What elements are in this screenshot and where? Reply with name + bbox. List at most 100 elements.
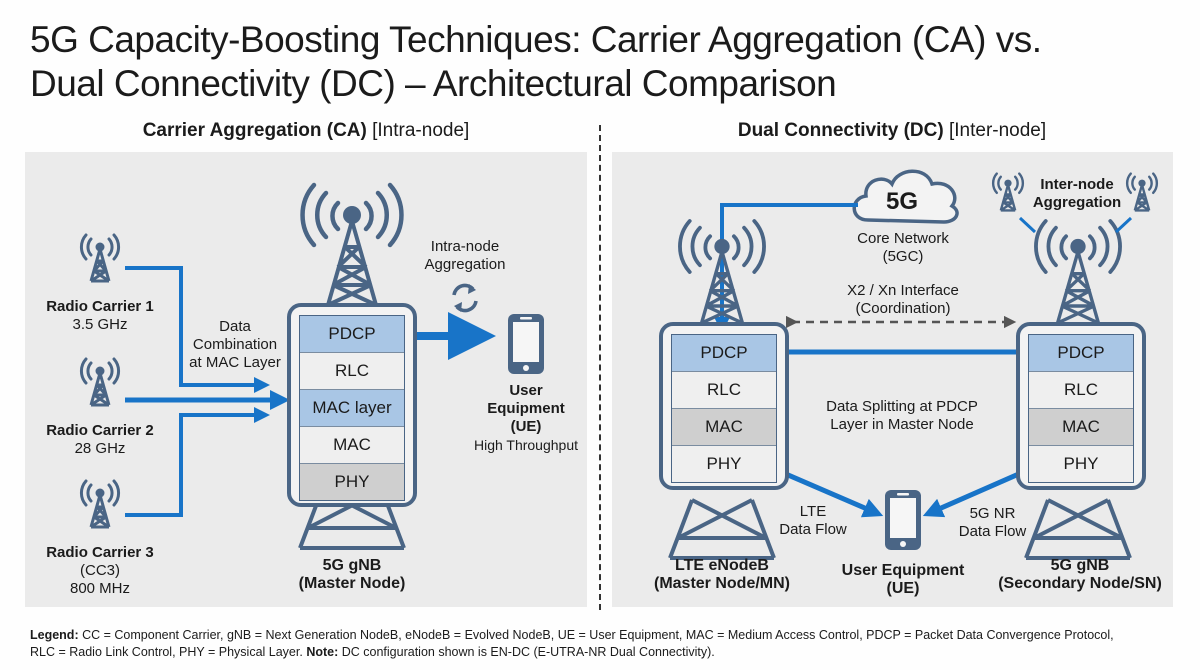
inter-node-link-right bbox=[1114, 216, 1133, 234]
master-line-1: LTE eNodeB bbox=[675, 557, 769, 574]
combination-line-1: Data bbox=[219, 318, 251, 335]
carrier-3-cc: (CC3) bbox=[80, 562, 120, 579]
legend-line-1: Legend: CC = Component Carrier, gNB = Ne… bbox=[30, 627, 1114, 644]
dc-secondary-layer-rlc: RLC bbox=[1029, 372, 1133, 409]
ca-ue-throughput: High Throughput bbox=[473, 437, 579, 453]
radio-carrier-2-icon bbox=[79, 357, 121, 407]
ca-layer-mac: MAC bbox=[300, 427, 404, 464]
legend-label: Legend: bbox=[30, 628, 79, 642]
split-line-1: Data Splitting at PDCP bbox=[826, 398, 978, 415]
core-network-cloud-icon bbox=[852, 169, 959, 224]
core-network-label: Core Network (5GC) bbox=[843, 230, 963, 266]
dc-heading: Dual Connectivity (DC) [Inter-node] bbox=[612, 120, 1172, 142]
radio-carrier-3-icon bbox=[79, 479, 121, 529]
nr-data-flow-label: 5G NR Data Flow bbox=[950, 505, 1035, 541]
dc-master-layer-mac: MAC bbox=[672, 409, 776, 446]
x2-xn-interface-label: X2 / Xn Interface (Coordination) bbox=[828, 282, 978, 318]
ca-layer-pdcp: PDCP bbox=[300, 316, 404, 353]
legend: Legend: CC = Component Carrier, gNB = Ne… bbox=[30, 627, 1114, 661]
dc-master-layer-rlc: RLC bbox=[672, 372, 776, 409]
ca-ue-line-1: User bbox=[509, 382, 543, 399]
master-line-2: (Master Node/MN) bbox=[653, 575, 790, 592]
ca-layer-phy: PHY bbox=[300, 464, 404, 500]
ca-heading-main: Carrier Aggregation (CA) bbox=[142, 120, 367, 141]
carrier-1-arrow bbox=[125, 266, 270, 393]
combination-line-3: at MAC Layer bbox=[189, 354, 281, 371]
section-divider bbox=[599, 125, 601, 610]
interface-line-2: (Coordination) bbox=[855, 300, 951, 317]
aggregation-line-2: Aggregation bbox=[424, 256, 506, 273]
carrier-3-name: Radio Carrier 3 bbox=[46, 544, 154, 561]
legend-note-label: Note: bbox=[306, 645, 339, 659]
data-combination-label: Data Combination at MAC Layer bbox=[175, 318, 295, 372]
cloud-5g-text: 5G bbox=[886, 188, 919, 215]
ca-ue-label: User Equipment (UE) High Throughput bbox=[466, 382, 586, 454]
radio-carrier-3-label: Radio Carrier 3 (CC3) 800 MHz bbox=[30, 544, 170, 598]
legend-text-2: RLC = Radio Link Control, PHY = Physical… bbox=[30, 645, 303, 659]
dc-heading-sub: [Inter-node] bbox=[948, 120, 1047, 141]
dc-ue-line-2: (UE) bbox=[886, 580, 920, 597]
ca-gnb-line-1: 5G gNB bbox=[322, 557, 382, 574]
legend-text-1: CC = Component Carrier, gNB = Next Gener… bbox=[82, 628, 1114, 642]
dc-secondary-protocol-stack: PDCP RLC MAC PHY bbox=[1016, 322, 1146, 490]
carrier-3-arrow bbox=[125, 407, 270, 517]
inter-node-tower-left-icon bbox=[991, 172, 1025, 212]
dc-user-equipment-icon bbox=[885, 490, 921, 550]
carrier-1-name: Radio Carrier 1 bbox=[46, 298, 154, 315]
lte-data-flow-label: LTE Data Flow bbox=[778, 503, 848, 539]
dc-heading-main: Dual Connectivity (DC) bbox=[737, 120, 944, 141]
lte-enodeb-label: LTE eNodeB (Master Node/MN) bbox=[642, 557, 802, 593]
sync-arrows-icon bbox=[452, 283, 478, 313]
dc-secondary-layer-pdcp: PDCP bbox=[1029, 335, 1133, 372]
secondary-gnb-label: 5G gNB (Secondary Node/SN) bbox=[990, 557, 1170, 593]
aggregation-line-1: Intra-node bbox=[430, 238, 500, 255]
carrier-2-name: Radio Carrier 2 bbox=[46, 422, 154, 439]
dc-ue-line-1: User Equipment bbox=[841, 562, 965, 579]
carrier-3-freq: 800 MHz bbox=[69, 580, 131, 597]
secondary-line-1: 5G gNB bbox=[1050, 557, 1110, 574]
ca-gnb-protocol-stack: PDCP RLC MAC layer MAC PHY bbox=[287, 303, 417, 507]
radio-carrier-1-label: Radio Carrier 1 3.5 GHz bbox=[30, 298, 170, 334]
dc-master-protocol-stack: PDCP RLC MAC PHY bbox=[659, 322, 789, 490]
dc-master-layer-pdcp: PDCP bbox=[672, 335, 776, 372]
core-line-2: (5GC) bbox=[882, 248, 924, 265]
ca-layer-mac-layer: MAC layer bbox=[300, 390, 404, 427]
carrier-2-freq: 28 GHz bbox=[74, 440, 126, 457]
secondary-line-2: (Secondary Node/SN) bbox=[998, 575, 1162, 592]
inter-node-aggregation-label: Inter-node Aggregation bbox=[1022, 176, 1132, 212]
ca-ue-line-3: (UE) bbox=[510, 418, 542, 435]
dc-secondary-layer-phy: PHY bbox=[1029, 446, 1133, 482]
nr-flow-line-1: 5G NR bbox=[969, 505, 1016, 522]
intra-node-aggregation-label: Intra-node Aggregation bbox=[405, 238, 525, 274]
legend-line-2: RLC = Radio Link Control, PHY = Physical… bbox=[30, 644, 1114, 661]
legend-note-text: DC configuration shown is EN-DC (E-UTRA-… bbox=[341, 645, 715, 659]
ca-gnb-label: 5G gNB (Master Node) bbox=[282, 557, 422, 593]
lte-flow-line-1: LTE bbox=[799, 503, 827, 520]
ca-user-equipment-icon bbox=[508, 314, 544, 374]
title-line-2: Dual Connectivity (DC) – Architectural C… bbox=[30, 63, 837, 104]
core-line-1: Core Network bbox=[857, 230, 949, 247]
ca-layer-rlc: RLC bbox=[300, 353, 404, 390]
combination-line-2: Combination bbox=[192, 336, 278, 353]
ca-heading: Carrier Aggregation (CA) [Intra-node] bbox=[25, 120, 587, 142]
inter-node-link-left bbox=[1018, 216, 1037, 234]
data-splitting-label: Data Splitting at PDCP Layer in Master N… bbox=[812, 398, 992, 434]
page-title: 5G Capacity-Boosting Techniques: Carrier… bbox=[30, 18, 1042, 106]
inter-node-line-1: Inter-node bbox=[1040, 176, 1114, 193]
title-line-1: 5G Capacity-Boosting Techniques: Carrier… bbox=[30, 19, 1042, 60]
inter-node-line-2: Aggregation bbox=[1032, 194, 1122, 211]
nr-flow-line-2: Data Flow bbox=[958, 523, 1027, 540]
carrier-1-freq: 3.5 GHz bbox=[72, 316, 128, 333]
lte-flow-line-2: Data Flow bbox=[779, 521, 847, 538]
split-line-2: Layer in Master Node bbox=[830, 416, 974, 433]
dc-ue-label: User Equipment (UE) bbox=[838, 562, 968, 598]
interface-line-1: X2 / Xn Interface bbox=[847, 282, 959, 299]
radio-carrier-2-label: Radio Carrier 2 28 GHz bbox=[30, 422, 170, 458]
dc-secondary-layer-mac: MAC bbox=[1029, 409, 1133, 446]
ca-heading-sub: [Intra-node] bbox=[372, 120, 470, 141]
ca-ue-line-2: Equipment bbox=[487, 400, 565, 417]
ca-gnb-line-2: (Master Node) bbox=[298, 575, 406, 592]
dc-master-layer-phy: PHY bbox=[672, 446, 776, 482]
radio-carrier-1-icon bbox=[79, 233, 121, 283]
